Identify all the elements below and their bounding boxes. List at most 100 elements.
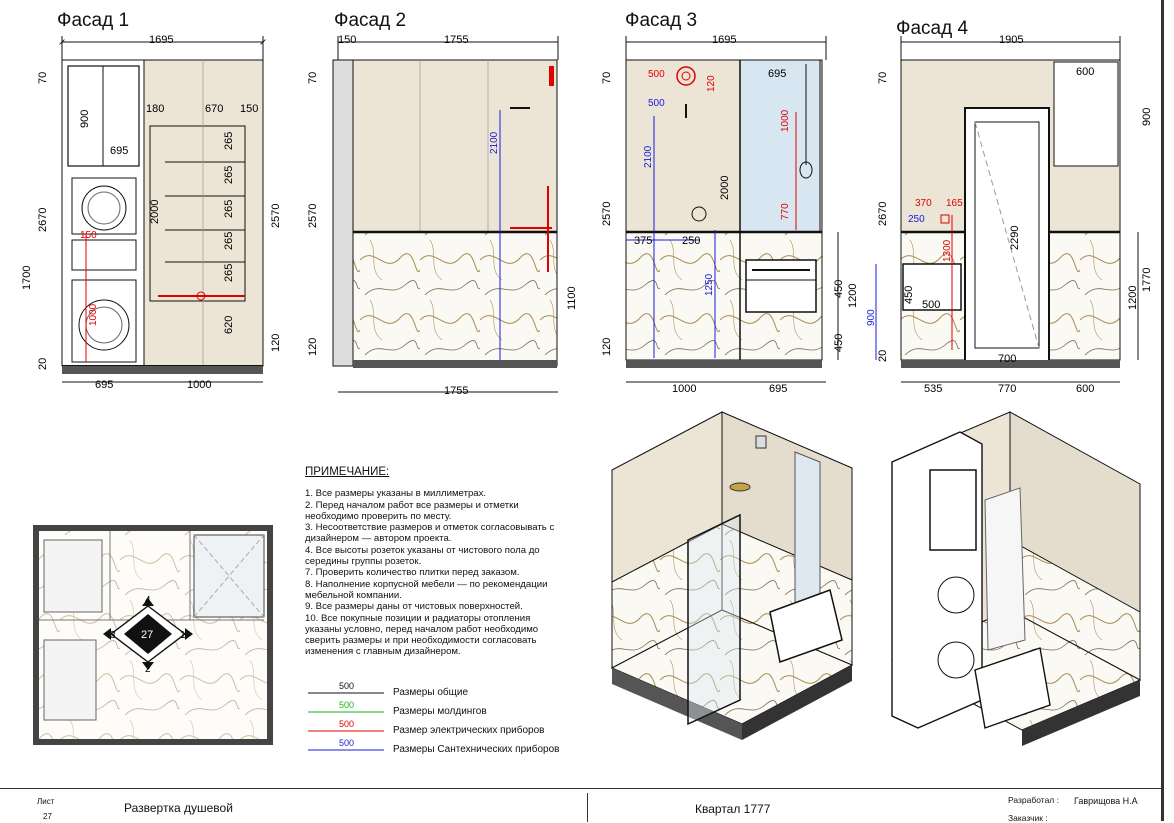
isometric-view-laundry (890, 411, 1142, 746)
legend-value: 500 (339, 681, 355, 691)
f2-dim-1755-bottom: 1755 (444, 385, 468, 397)
f1-dim-150-elec: 150 (80, 230, 97, 241)
f1-dim-180: 180 (146, 103, 164, 115)
f3-dim-120-elec: 120 (706, 75, 717, 92)
f1-dim-620: 620 (223, 316, 235, 334)
f4-dim-450: 450 (903, 286, 915, 304)
legend-row-electrical: 500 Размер электрических приборов (305, 719, 605, 741)
sheet-title: Развертка душевой (124, 801, 233, 815)
f3-dim-695-top: 695 (768, 68, 786, 80)
f1-dim-1000-elec: 1000 (88, 303, 99, 326)
f2-dim-1100: 1100 (566, 286, 578, 310)
project-name: Квартал 1777 (695, 802, 771, 816)
f1-dim-bottom-695: 695 (95, 379, 113, 391)
f1-dim-top: 1695 (149, 34, 173, 46)
legend-label: Размеры молдингов (393, 706, 487, 717)
f1-dim-bottom-1000: 1000 (187, 379, 211, 391)
f4-dim-165: 165 (946, 198, 963, 209)
f1-dim-2000: 2000 (149, 200, 161, 224)
legend-value: 500 (339, 700, 355, 710)
f4-dim-2290: 2290 (1009, 226, 1021, 250)
legend-lines (308, 692, 384, 751)
floor-plan (33, 525, 273, 745)
f1-dim-695-top: 695 (110, 145, 128, 157)
facade-3-drawing (625, 36, 839, 383)
note-7: 7. Проверить количество плитки перед зак… (305, 567, 520, 579)
legend: 500 Размеры общие 500 Размеры молдингов … (305, 681, 605, 760)
plan-marker-4: 4 (145, 595, 151, 606)
facade-1-title: Фасад 1 (57, 10, 130, 31)
f3-dim-500-elec: 500 (648, 69, 665, 80)
note-2: 2. Перед началом работ все размеры и отм… (305, 499, 519, 522)
developer-name: Гаврищова Н.А (1074, 796, 1138, 806)
f4-dim-bottom-600: 600 (1076, 383, 1094, 395)
f1-dim-900: 900 (79, 110, 91, 128)
notes-heading: ПРИМЕЧАНИЕ: (305, 466, 390, 478)
plan-marker-2: 2 (145, 664, 151, 675)
plan-marker-27: 27 (141, 629, 153, 641)
f4-dim-370: 370 (915, 198, 932, 209)
note-10: 10. Все покупные позиции и радиаторы ото… (305, 612, 539, 658)
f4-dim-700: 700 (998, 353, 1016, 365)
f3-dim-500-plumb: 500 (648, 98, 665, 109)
f2-dim-1755-top: 1755 (444, 34, 468, 46)
f4-dim-600-top: 600 (1076, 66, 1094, 78)
f3-dim-1200: 1200 (847, 284, 859, 308)
f3-dim-2570: 2570 (601, 202, 613, 226)
f1-dim-1700: 1700 (21, 266, 33, 290)
f3-dim-2100: 2100 (643, 145, 654, 168)
sheet-number: 27 (43, 812, 52, 821)
client-label: Заказчик : (1008, 813, 1048, 823)
facade-1-drawing (59, 36, 266, 383)
note-8: 8. Наполнение корпусной мебели — по реко… (305, 578, 548, 601)
facade-3-title: Фасад 3 (625, 10, 698, 31)
f1-dim-120: 120 (270, 334, 282, 352)
facade-4-drawing (875, 36, 1139, 383)
f2-dim-120: 120 (307, 338, 319, 356)
f3-dim-70: 70 (601, 72, 613, 84)
note-1: 1. Все размеры указаны в миллиметрах. (305, 488, 487, 500)
f1-dim-2570: 2570 (270, 204, 282, 228)
legend-label: Размеры Сантехнических приборов (393, 744, 560, 755)
note-9: 9. Все размеры даны от чистовых поверхно… (305, 601, 523, 613)
f2-dim-2570: 2570 (307, 204, 319, 228)
f4-dim-1770: 1770 (1141, 268, 1153, 292)
f1-dim-265-a: 265 (223, 132, 235, 150)
legend-label: Размеры общие (393, 687, 468, 698)
sheet-label: Лист (37, 797, 55, 806)
f4-dim-top: 1905 (999, 34, 1023, 46)
title-block: Лист 27 Развертка душевой Квартал 1777 Р… (0, 788, 1164, 823)
f3-dim-450-a: 450 (833, 280, 845, 298)
note-4: 4. Все высоты розеток указаны от чистово… (305, 544, 540, 568)
f1-dim-20: 20 (37, 358, 49, 370)
f1-dim-150: 150 (240, 103, 258, 115)
f3-dim-1250: 1250 (704, 273, 715, 296)
f1-dim-70: 70 (37, 72, 49, 84)
f3-dim-375: 375 (634, 235, 652, 247)
facade-4-title: Фасад 4 (896, 18, 969, 39)
legend-value: 500 (339, 738, 355, 748)
f4-dim-1200: 1200 (1127, 286, 1139, 310)
plan-marker-1: 1 (180, 630, 186, 641)
facade-2-title: Фасад 2 (334, 10, 407, 31)
plan-marker-3: 3 (110, 630, 116, 641)
f1-dim-265-c: 265 (223, 200, 235, 218)
f1-dim-265-e: 265 (223, 264, 235, 282)
legend-label: Размер электрических приборов (393, 725, 545, 736)
legend-row-moldings: 500 Размеры молдингов (305, 700, 605, 722)
f2-dim-2100: 2100 (489, 131, 500, 154)
f3-dim-120: 120 (601, 338, 613, 356)
f4-dim-bottom-770: 770 (998, 383, 1016, 395)
f3-dim-250: 250 (682, 235, 700, 247)
f3-dim-bottom-695: 695 (769, 383, 787, 395)
f1-dim-670: 670 (205, 103, 223, 115)
f3-dim-1000-elec: 1000 (780, 109, 791, 132)
f4-dim-2670: 2670 (877, 202, 889, 226)
f4-dim-500: 500 (922, 299, 940, 311)
note-3: 3. Несоответствие размеров и отметок сог… (305, 522, 555, 545)
notes-block: ПРИМЕЧАНИЕ: 1. Все размеры указаны в мил… (305, 466, 565, 658)
facade-2-drawing (332, 36, 559, 393)
title-divider (587, 793, 588, 822)
